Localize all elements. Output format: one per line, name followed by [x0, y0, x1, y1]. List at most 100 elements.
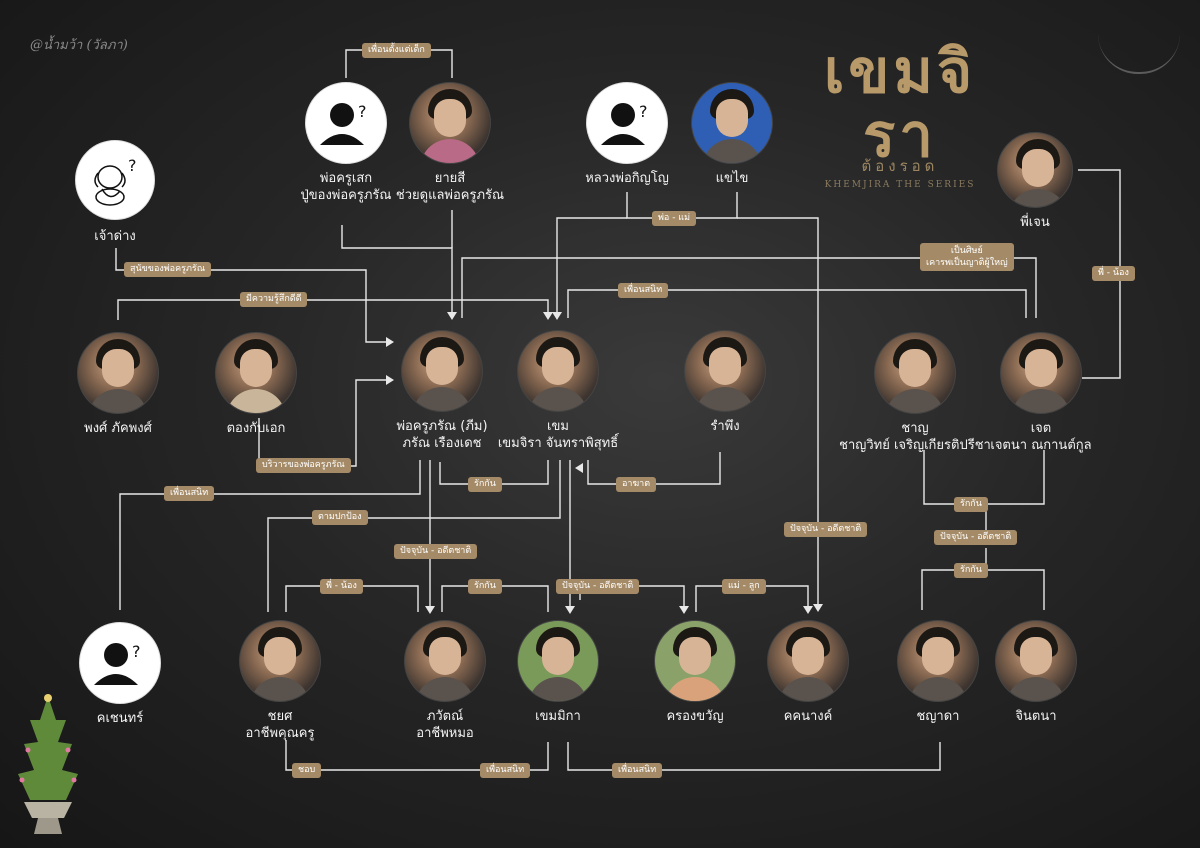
- name-line2: เจตนา ณกานต์กูล: [990, 438, 1092, 453]
- name-line1: ภวัตณ์: [426, 709, 464, 724]
- avatar: [404, 620, 486, 702]
- series-logo: เขมจิรา ต้องรอด KHEMJIRA THE SERIES: [790, 40, 1010, 190]
- avatar: [517, 620, 599, 702]
- relation-label: อาฆาต: [616, 477, 657, 492]
- name-line1: หลวงพ่อกิญโญ: [585, 171, 669, 186]
- svg-text:?: ?: [132, 642, 141, 661]
- node-chanyada: ชญาดา: [853, 620, 1023, 725]
- relation-label: เพื่อนตั้งแต่เด็ก: [362, 43, 431, 58]
- node-krong-kwan: ครองขวัญ: [610, 620, 780, 725]
- relation-label-line1: เป็นศิษย์: [950, 246, 983, 256]
- avatar: [691, 82, 773, 164]
- avatar: [77, 332, 159, 414]
- relation-label: พ่อ - แม่: [652, 211, 697, 226]
- relation-label: เพื่อนสนิท: [612, 763, 663, 778]
- avatar: [409, 82, 491, 164]
- avatar: [684, 330, 766, 412]
- avatar: [215, 332, 297, 414]
- relation-label: รักกัน: [954, 497, 988, 512]
- relation-label: รักกัน: [954, 563, 988, 578]
- name-line1: เจ้าด่าง: [94, 229, 136, 244]
- node-por-kru-sek: ? พ่อครูเสก ปู่ของพ่อครูภรัณ: [261, 82, 431, 204]
- node-chanyu: ชาญ ชาญวิทย์ เจริญเกียรติปรีชา: [830, 332, 1000, 454]
- node-tong-kab-ek: ตองกับเอก: [171, 332, 341, 437]
- relation-label: เพื่อนสนิท: [618, 283, 669, 298]
- node-jintana: จินตนา: [951, 620, 1121, 725]
- name-line1: พงศ์ ภัคพงศ์: [84, 421, 152, 436]
- node-jet: เจต เจตนา ณกานต์กูล: [956, 332, 1126, 454]
- node-chaeng-khai: แขไข: [647, 82, 817, 187]
- name-line1: ชยศ: [267, 709, 293, 724]
- relation-label: พี่ - น้อง: [1092, 266, 1135, 281]
- watermark: @น้ำมว้า (วัลภา): [30, 38, 128, 53]
- avatar: [767, 620, 849, 702]
- node-por-kru-paran: พ่อครูภรัณ (ภีม) ภรัณ เรืองเดช: [357, 330, 527, 452]
- avatar: [517, 330, 599, 412]
- relation-label: บริวารของพ่อครูภรัณ: [256, 458, 351, 473]
- name-line2: อาชีพหมอ: [416, 726, 474, 741]
- name-line1: เขมมิกา: [535, 709, 581, 724]
- name-line2: เขมจิรา จันทราพิสุทธิ์: [497, 436, 619, 451]
- avatar: [997, 132, 1073, 208]
- node-phong: พงศ์ ภัคพงศ์: [33, 332, 203, 437]
- name-line1: แขไข: [715, 171, 749, 186]
- name-line2: ชาญวิทย์ เจริญเกียรติปรีชา: [839, 438, 991, 453]
- node-ram-ping: รำพึง: [640, 330, 810, 435]
- unknown-person-icon: ?: [305, 82, 387, 164]
- avatar: [654, 620, 736, 702]
- relation-label: สุนัขของพ่อครูภรัณ: [124, 262, 212, 277]
- node-pawat: ภวัตณ์ อาชีพหมอ: [360, 620, 530, 742]
- node-khemmika: เขมมิกา: [473, 620, 643, 725]
- relation-label: แม่ - ลูก: [722, 579, 766, 594]
- avatar: [401, 330, 483, 412]
- avatar: [1000, 332, 1082, 414]
- node-yai-si: ยายสี ช่วยดูแลพ่อครูภรัณ: [365, 82, 535, 204]
- relation-label: ปัจจุบัน - อดีตชาติ: [784, 522, 868, 537]
- node-chai: ชยศ อาชีพคุณครู: [195, 620, 365, 742]
- relation-label: ชอบ: [292, 763, 322, 778]
- logo-eng: KHEMJIRA THE SERIES: [824, 180, 976, 190]
- name-line1: จินตนา: [1015, 709, 1057, 724]
- name-line2: ปู่ของพ่อครูภรัณ: [300, 188, 392, 203]
- name-line2: ช่วยดูแลพ่อครูภรัณ: [395, 188, 505, 203]
- logo-sub: ต้องรอด: [861, 157, 939, 175]
- name-line1: ชญาดา: [916, 709, 960, 724]
- avatar: [897, 620, 979, 702]
- avatar: [874, 332, 956, 414]
- node-jao-dang: ? เจ้าด่าง: [30, 140, 200, 245]
- avatar: [995, 620, 1077, 702]
- name-line1: คคนางค์: [783, 709, 833, 724]
- svg-text:?: ?: [358, 102, 367, 121]
- name-line1: พ่อครูภรัณ (ภีม): [396, 419, 488, 434]
- name-line2: อาชีพคุณครู: [245, 726, 315, 741]
- dog-icon: ?: [75, 140, 155, 220]
- relation-label: ปัจจุบัน - อดีตชาติ: [934, 530, 1018, 545]
- name-line1: เขม: [547, 419, 569, 434]
- name-line1: ยายสี: [434, 171, 466, 186]
- node-luang-por: ? หลวงพ่อกิญโญ: [542, 82, 712, 187]
- relation-label: พี่ - น้อง: [320, 579, 363, 594]
- logo-main: เขมจิรา: [823, 37, 977, 171]
- relation-label: มีความรู้สึกดีดี: [240, 292, 308, 307]
- relation-label: ปัจจุบัน - อดีตชาติ: [556, 579, 640, 594]
- node-khem: เขม เขมจิรา จันทราพิสุทธิ์: [473, 330, 643, 452]
- name-line1: ชาญ: [901, 421, 929, 436]
- name-line1: ตองกับเอก: [226, 421, 286, 436]
- relation-label-line2: เคารพเป็นญาติผู้ใหญ่: [926, 258, 1008, 268]
- relation-label: เพื่อนสนิท: [480, 763, 531, 778]
- name-line1: คเชนทร์: [96, 711, 144, 726]
- relation-label: เพื่อนสนิท: [164, 486, 215, 501]
- node-khachen: ? คเชนทร์: [35, 622, 205, 727]
- svg-text:?: ?: [128, 156, 137, 175]
- name-line1: พี่เจน: [1020, 215, 1050, 230]
- name-line1: เจต: [1030, 421, 1052, 436]
- name-line2: ภรัณ เรืองเดช: [402, 436, 482, 451]
- node-khanang: คคนางค์: [723, 620, 893, 725]
- name-line1: รำพึง: [710, 419, 740, 434]
- seal-emblem-icon: [1098, 26, 1180, 74]
- relation-label: รักกัน: [468, 579, 502, 594]
- relation-label: ปัจจุบัน - อดีตชาติ: [394, 544, 478, 559]
- unknown-person-icon: ?: [586, 82, 668, 164]
- relation-label: ตามปกป้อง: [312, 510, 368, 525]
